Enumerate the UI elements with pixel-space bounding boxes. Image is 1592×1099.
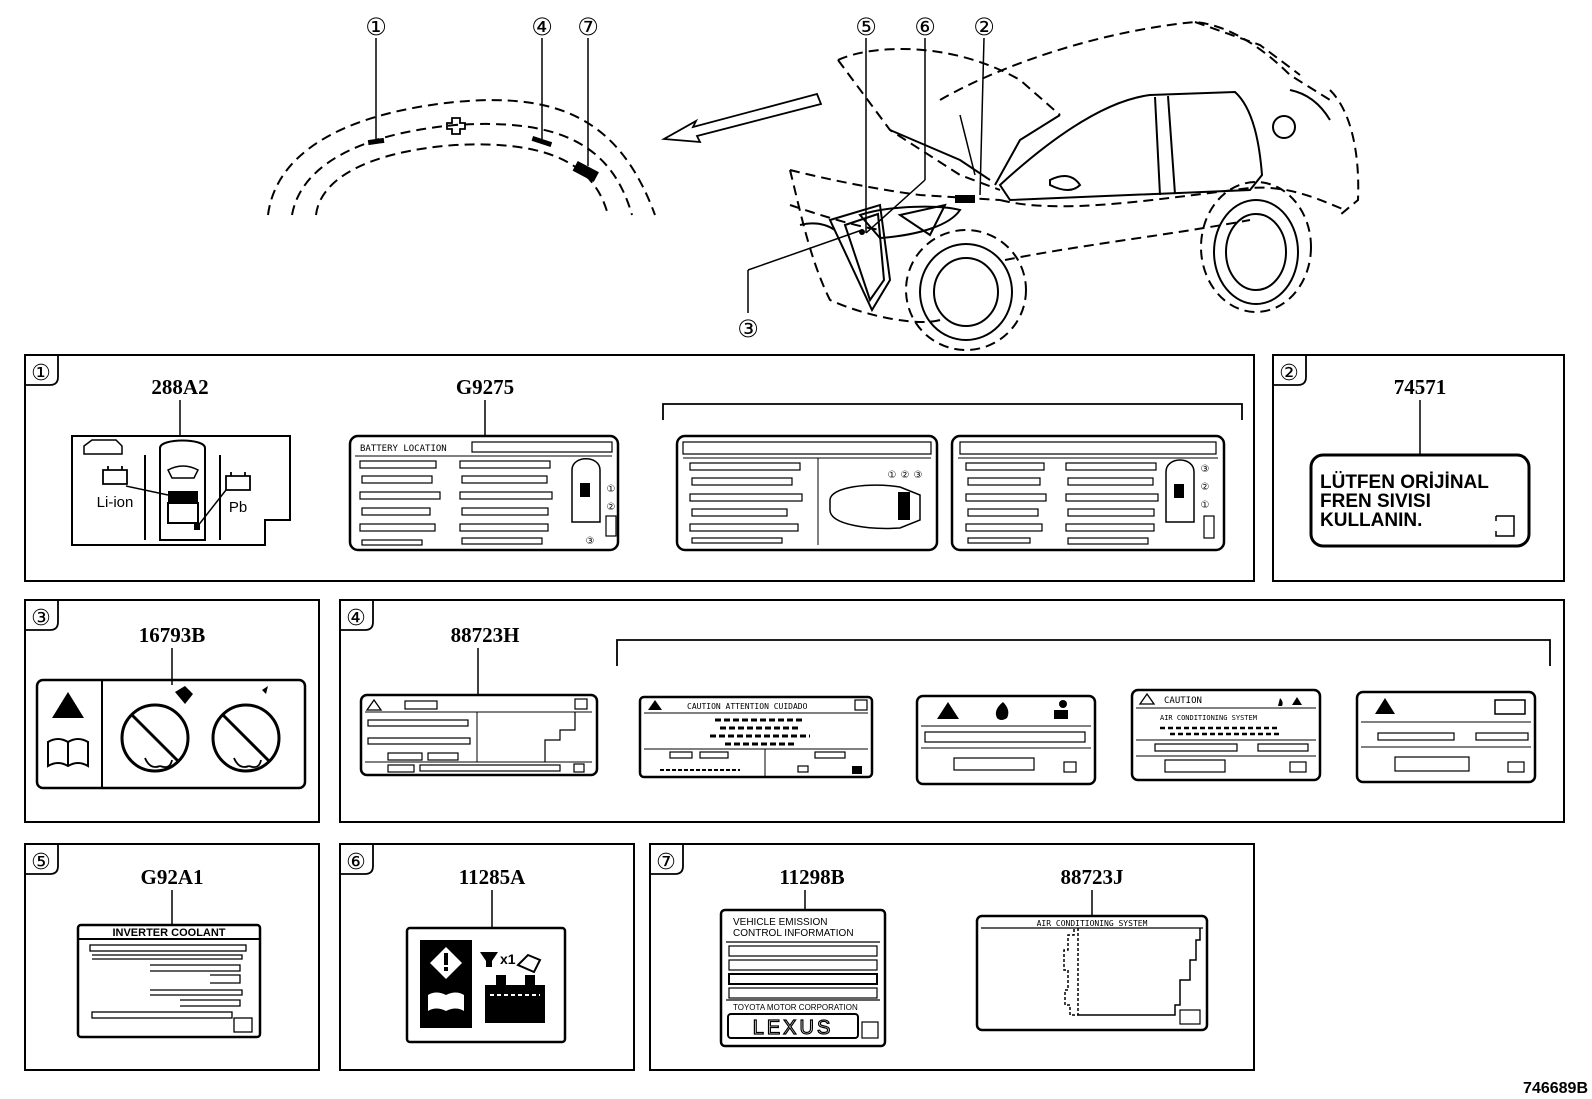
label-marker-4 <box>531 136 553 147</box>
person-icon <box>1059 700 1067 708</box>
brake-fluid-line-3: KULLANIN. <box>1320 510 1422 531</box>
label-11285A-illustration: x1 <box>405 926 567 1044</box>
panel-1: ① 288A2 G9275 Li-ion Pb BATTERY LOCAT <box>24 354 1255 582</box>
inverter-coolant-text: INVERTER COOLANT <box>112 927 225 939</box>
label-G9275-illustration: BATTERY LOCATION ① ② ③ <box>348 434 620 552</box>
label-88723H-e <box>1355 690 1537 784</box>
callout-6-top: ⑥ <box>914 13 936 41</box>
label-marker-1 <box>367 137 385 146</box>
callout-7-top: ⑦ <box>577 13 599 41</box>
part-88723H: 88723H <box>451 623 520 647</box>
panel-7: ⑦ 11298B 88723J VEHICLE EMISSION CONTROL… <box>649 843 1255 1071</box>
panel-2-callout: ② <box>1279 361 1299 386</box>
reservoir-icon <box>485 985 545 1023</box>
panel-5: ⑤ G92A1 INVERTER COOLANT <box>24 843 320 1071</box>
x1-text: x1 <box>500 951 516 967</box>
part-16793B: 16793B <box>139 623 206 647</box>
label-88723H-d: CAUTION AIR CONDITIONING SYSTEM <box>1130 688 1322 782</box>
panel-1-callout: ① <box>31 361 51 386</box>
variant-b-ref-3: ③ <box>1201 464 1210 475</box>
label-G9275-variant-b: ③ ② ① <box>950 434 1226 552</box>
panel-7-callout: ⑦ <box>656 850 676 875</box>
panel-5-callout: ⑤ <box>31 850 51 875</box>
caution-attention-text: CAUTION ATTENTION CUIDADO <box>687 702 808 711</box>
part-11285A: 11285A <box>459 865 526 889</box>
part-288A2: 288A2 <box>151 375 208 399</box>
label-16793B-illustration <box>35 678 307 790</box>
flame-icon <box>995 702 1009 720</box>
panel-6: ⑥ 11285A x1 <box>339 843 635 1071</box>
emission-text-line-1: VEHICLE EMISSION <box>733 917 827 928</box>
panel-3-callout: ③ <box>31 606 51 631</box>
warning-triangle-icon <box>52 692 84 718</box>
callout-4-top: ④ <box>531 13 553 41</box>
label-88723H-b: CAUTION ATTENTION CUIDADO <box>638 695 874 779</box>
diagram-id: 746689B <box>1523 1080 1588 1097</box>
battery-icon-li-ion <box>102 466 128 485</box>
variant-a-ref-1: ① <box>888 470 897 481</box>
warning-triangle-icon <box>937 702 959 719</box>
callout-3-top: ③ <box>737 315 759 343</box>
hood-center-emblem <box>446 117 466 135</box>
variant-b-ref-1: ① <box>1201 500 1210 511</box>
label-88723H-c <box>915 694 1097 786</box>
car-illustration <box>747 20 1360 351</box>
lexus-logo <box>727 1013 859 1039</box>
battery-icon-pb <box>225 472 251 491</box>
direction-arrow <box>661 92 823 144</box>
pb-text: Pb <box>229 499 247 516</box>
variant-a-ref-2: ② <box>901 470 910 481</box>
panel-6-callout: ⑥ <box>346 850 366 875</box>
g9275-ref-2: ② <box>607 502 616 513</box>
part-74571: 74571 <box>1394 375 1447 399</box>
callout-1-top: ① <box>365 13 387 41</box>
label-88723H-a <box>359 693 599 777</box>
manual-book-icon <box>428 992 464 1011</box>
battery-location-text: BATTERY LOCATION <box>360 444 447 454</box>
toyota-motor-text: TOYOTA MOTOR CORPORATION <box>733 1003 858 1012</box>
hood-underside-view <box>267 38 656 216</box>
label-74571-illustration <box>1309 453 1531 548</box>
callout-5-top: ⑤ <box>855 13 877 41</box>
no-spray-gun-icon <box>211 703 281 773</box>
label-G9275-variant-a: ① ② ③ <box>675 434 939 552</box>
g9275-ref-3: ③ <box>586 536 595 547</box>
panel-4-callout: ④ <box>346 606 366 631</box>
brake-fluid-line-1: LÜTFEN ORİJİNAL <box>1320 472 1489 493</box>
variant-a-ref-3: ③ <box>914 470 923 481</box>
funnel-icon <box>480 952 498 967</box>
callout-2-top: ② <box>973 13 995 41</box>
panel-4: ④ 88723H CAUTION ATTENTION CUIDA <box>339 599 1565 823</box>
label-88723J-illustration: AIR CONDITIONING SYSTEM <box>975 914 1209 1032</box>
ac-system-text: AIR CONDITIONING SYSTEM <box>1037 919 1148 928</box>
panel-3: ③ 16793B <box>24 599 320 823</box>
variant-b-ref-2: ② <box>1201 482 1210 493</box>
warning-triangle-icon <box>1375 698 1395 714</box>
g9275-ref-1: ① <box>607 484 616 495</box>
label-288A2-illustration: Li-ion Pb <box>71 435 291 546</box>
part-G9275: G9275 <box>456 375 514 399</box>
caution-text: CAUTION <box>1164 696 1202 706</box>
li-ion-text: Li-ion <box>97 494 134 511</box>
coolant-bottle-icon <box>516 953 542 974</box>
ac-system-text-small: AIR CONDITIONING SYSTEM <box>1160 714 1257 722</box>
brake-fluid-line-2: FREN SIVISI <box>1320 491 1431 512</box>
label-marker-7 <box>572 160 599 182</box>
part-G92A1: G92A1 <box>141 865 204 889</box>
no-water-spray-icon <box>120 703 190 773</box>
emission-text-line-2: CONTROL INFORMATION <box>733 928 854 939</box>
label-11298B-illustration: VEHICLE EMISSION CONTROL INFORMATION TOY… <box>719 908 887 1048</box>
part-11298B: 11298B <box>779 865 844 889</box>
car-icon <box>83 439 123 455</box>
manual-book-icon <box>47 738 89 768</box>
lexus-logo-text: LEXUS <box>753 1017 834 1039</box>
label-G92A1-illustration: INVERTER COOLANT <box>76 923 262 1039</box>
panel-2: ② 74571 LÜTFEN ORİJİNAL FREN SIVISI KULL… <box>1272 354 1565 582</box>
part-88723J: 88723J <box>1061 865 1124 889</box>
